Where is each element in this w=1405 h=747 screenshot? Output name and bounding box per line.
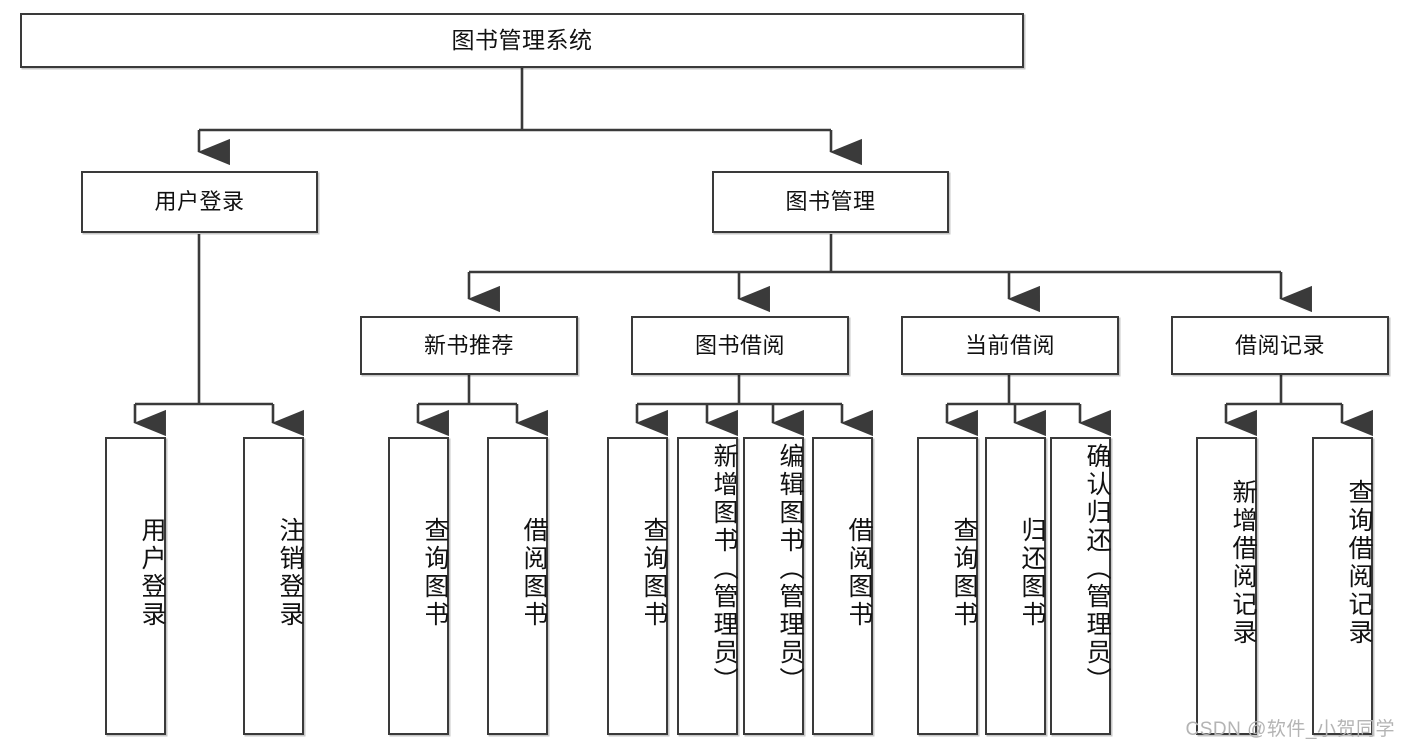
leaf-label: 注销登录 — [276, 517, 304, 629]
leaf-current-borrow-1[interactable]: 归还图书 — [985, 437, 1046, 735]
leaf-user-login-1[interactable]: 注销登录 — [243, 437, 304, 735]
node-book-borrow-label: 图书借阅 — [694, 332, 785, 358]
leaf-book-borrow-0[interactable]: 查询图书 — [607, 437, 668, 735]
node-borrow-record-label: 借阅记录 — [1234, 332, 1325, 358]
leaf-current-borrow-0[interactable]: 查询图书 — [917, 437, 978, 735]
node-user-login[interactable]: 用户登录 — [81, 171, 318, 233]
leaf-book-borrow-1[interactable]: 新增图书（管理员） — [677, 437, 738, 735]
node-book-manage-label: 图书管理 — [785, 189, 876, 215]
leaf-user-login-0[interactable]: 用户登录 — [105, 437, 166, 735]
leaf-label: 借阅图书 — [845, 517, 873, 629]
leaf-label: 归还图书 — [1018, 517, 1046, 629]
leaf-label: 编辑图书（管理员） — [776, 443, 804, 695]
leaf-new-book-rec-0[interactable]: 查询图书 — [388, 437, 449, 735]
node-book-manage[interactable]: 图书管理 — [712, 171, 949, 233]
node-user-login-label: 用户登录 — [154, 189, 245, 215]
leaf-book-borrow-3[interactable]: 借阅图书 — [812, 437, 873, 735]
leaf-label: 确认归还（管理员） — [1083, 443, 1111, 695]
node-current-borrow-label: 当前借阅 — [964, 332, 1055, 358]
leaf-label: 查询图书 — [950, 517, 978, 629]
node-root-label: 图书管理系统 — [451, 27, 593, 54]
leaf-label: 借阅图书 — [520, 517, 548, 629]
node-current-borrow[interactable]: 当前借阅 — [901, 316, 1119, 375]
leaf-label: 用户登录 — [138, 517, 166, 629]
node-root[interactable]: 图书管理系统 — [20, 13, 1024, 68]
leaf-new-book-rec-1[interactable]: 借阅图书 — [487, 437, 548, 735]
leaf-label: 新增图书（管理员） — [710, 443, 738, 695]
node-borrow-record[interactable]: 借阅记录 — [1171, 316, 1389, 375]
node-book-borrow[interactable]: 图书借阅 — [631, 316, 849, 375]
leaf-current-borrow-2[interactable]: 确认归还（管理员） — [1050, 437, 1111, 735]
node-new-book-rec[interactable]: 新书推荐 — [360, 316, 578, 375]
leaf-label: 查询图书 — [421, 517, 449, 629]
leaf-label: 新增借阅记录 — [1229, 479, 1257, 647]
node-new-book-rec-label: 新书推荐 — [423, 332, 514, 358]
leaf-borrow-record-1[interactable]: 查询借阅记录 — [1312, 437, 1373, 735]
leaf-book-borrow-2[interactable]: 编辑图书（管理员） — [743, 437, 804, 735]
watermark: CSDN @软件_小贺同学 — [1185, 719, 1395, 740]
leaf-borrow-record-0[interactable]: 新增借阅记录 — [1196, 437, 1257, 735]
leaf-label: 查询图书 — [640, 517, 668, 629]
leaf-label: 查询借阅记录 — [1345, 479, 1373, 647]
